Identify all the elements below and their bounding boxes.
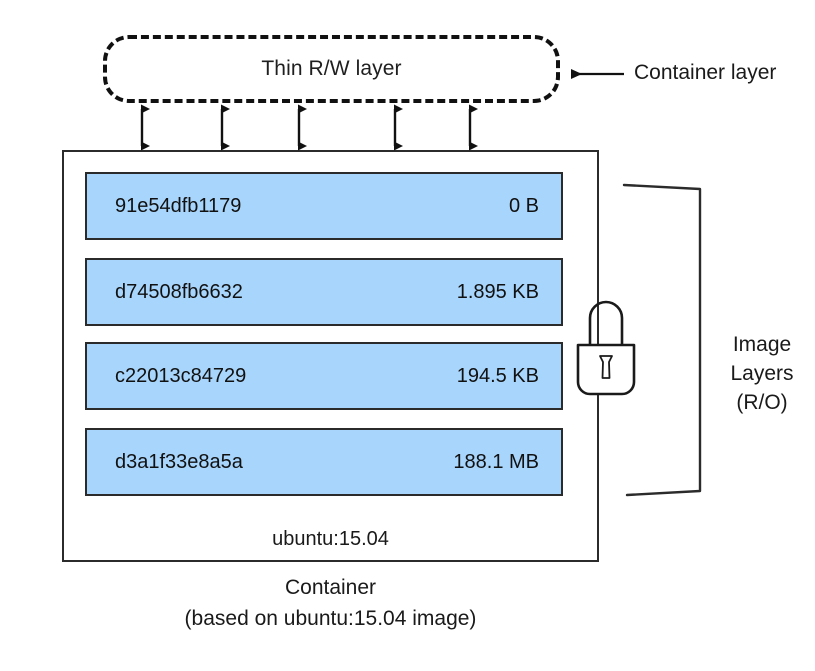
image-layers-annotation-line-2: Layers [730, 362, 794, 385]
thin-rw-layer-box: Thin R/W layer [103, 35, 560, 103]
container-image-name: ubuntu:15.04 [272, 528, 389, 550]
caption-line-2: (based on ubuntu:15.04 image) [184, 607, 477, 630]
connector-arrows [140, 104, 478, 151]
image-layers-annotation: Image Layers (R/O) [714, 330, 810, 417]
image-layer-row: 91e54dfb1179 0 B [85, 172, 563, 240]
image-layer-id: 91e54dfb1179 [115, 194, 242, 217]
image-layers-annotation-line-3: (R/O) [736, 391, 788, 414]
image-layer-id: c22013c84729 [115, 364, 247, 387]
image-layer-id: d74508fb6632 [115, 280, 243, 303]
image-layer-row: d74508fb6632 1.895 KB [85, 258, 563, 326]
image-layer-size: 188.1 MB [453, 450, 539, 473]
diagram-caption: Container (based on ubuntu:15.04 image) [62, 572, 599, 634]
image-layer-id: d3a1f33e8a5a [115, 450, 243, 473]
image-layers-annotation-line-1: Image [732, 333, 792, 356]
image-layer-size: 194.5 KB [456, 364, 539, 387]
caption-line-1: Container [284, 576, 377, 599]
image-layer-row: c22013c84729 194.5 KB [85, 342, 563, 410]
image-layers-bracket [622, 183, 702, 497]
image-layer-size: 1.895 KB [456, 280, 539, 303]
container-layer-annotation: Container layer [634, 61, 777, 84]
image-layer-size: 0 B [508, 194, 539, 217]
image-layer-row: d3a1f33e8a5a 188.1 MB [85, 428, 563, 496]
thin-rw-layer-label: Thin R/W layer [261, 57, 402, 80]
